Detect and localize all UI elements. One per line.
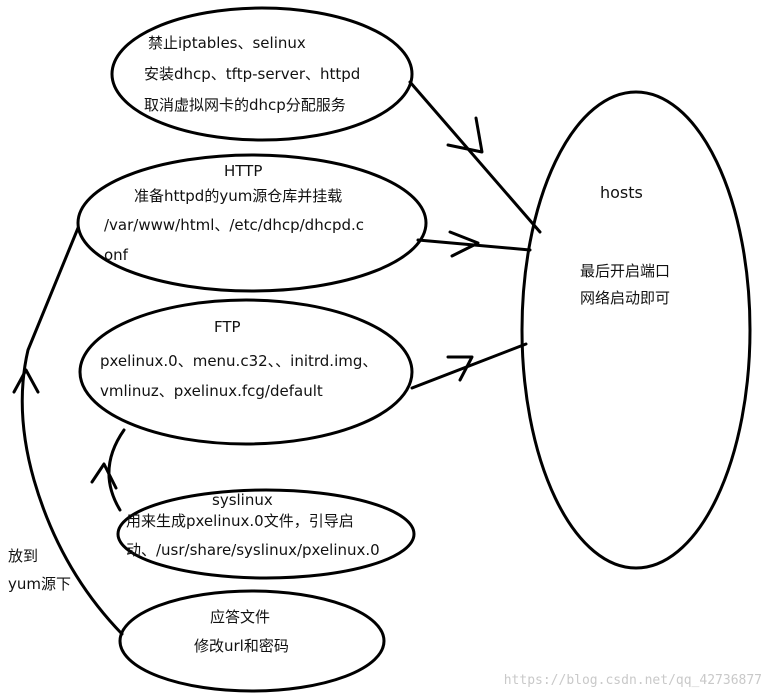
syslinux-line-2: 动、/usr/share/syslinux/pxelinux.0 [126,541,380,559]
syslinux-title: syslinux [212,491,273,509]
hosts-line-1: 最后开启端口 [580,262,670,280]
watermark: https://blog.csdn.net/qq_42736877 [504,673,762,688]
prep-node [110,6,414,142]
syslinux-line-1: 用来生成pxelinux.0文件，引导启 [126,512,354,530]
http-line-3: onf [104,246,129,264]
answer-line-2: 修改url和密码 [194,637,289,655]
ftp-line-2: vmlinuz、pxelinux.fcg/default [100,382,323,400]
hosts-node [520,90,752,570]
arrow-prep-to-hosts [408,80,542,234]
syslinux-node [116,488,416,580]
ftp-title: FTP [214,318,241,336]
arrow-answer-to-http [20,226,124,636]
side-label-line-1: 放到 [8,547,38,565]
hosts-title: hosts [600,183,643,202]
prep-line-3: 取消虚拟网卡的dhcp分配服务 [144,96,346,114]
arrow-prep-to-hosts-head [446,116,484,154]
http-line-2: /var/www/html、/etc/dhcp/dhcpd.c [104,216,364,234]
answer-node [118,589,386,693]
ftp-node [78,298,414,446]
arrow-syslinux-to-ftp-head [90,462,118,490]
prep-line-1: 禁止iptables、selinux [148,34,306,52]
http-node [76,153,428,293]
hosts-line-2: 网络启动即可 [580,289,670,307]
http-title: HTTP [224,162,262,180]
prep-line-2: 安装dhcp、tftp-server、httpd [144,65,360,83]
arrow-syslinux-to-ftp [107,428,126,512]
http-line-1: 准备httpd的yum源仓库并挂载 [134,187,342,205]
arrow-answer-to-http-head [12,368,40,394]
side-label-line-2: yum源下 [8,575,71,593]
arrow-http-to-hosts-head [448,230,480,258]
arrow-ftp-to-hosts [410,342,528,390]
answer-line-1: 应答文件 [210,608,270,626]
arrow-ftp-to-hosts-head [446,355,474,382]
ftp-line-1: pxelinux.0、menu.c32、、initrd.img、 [100,352,377,370]
